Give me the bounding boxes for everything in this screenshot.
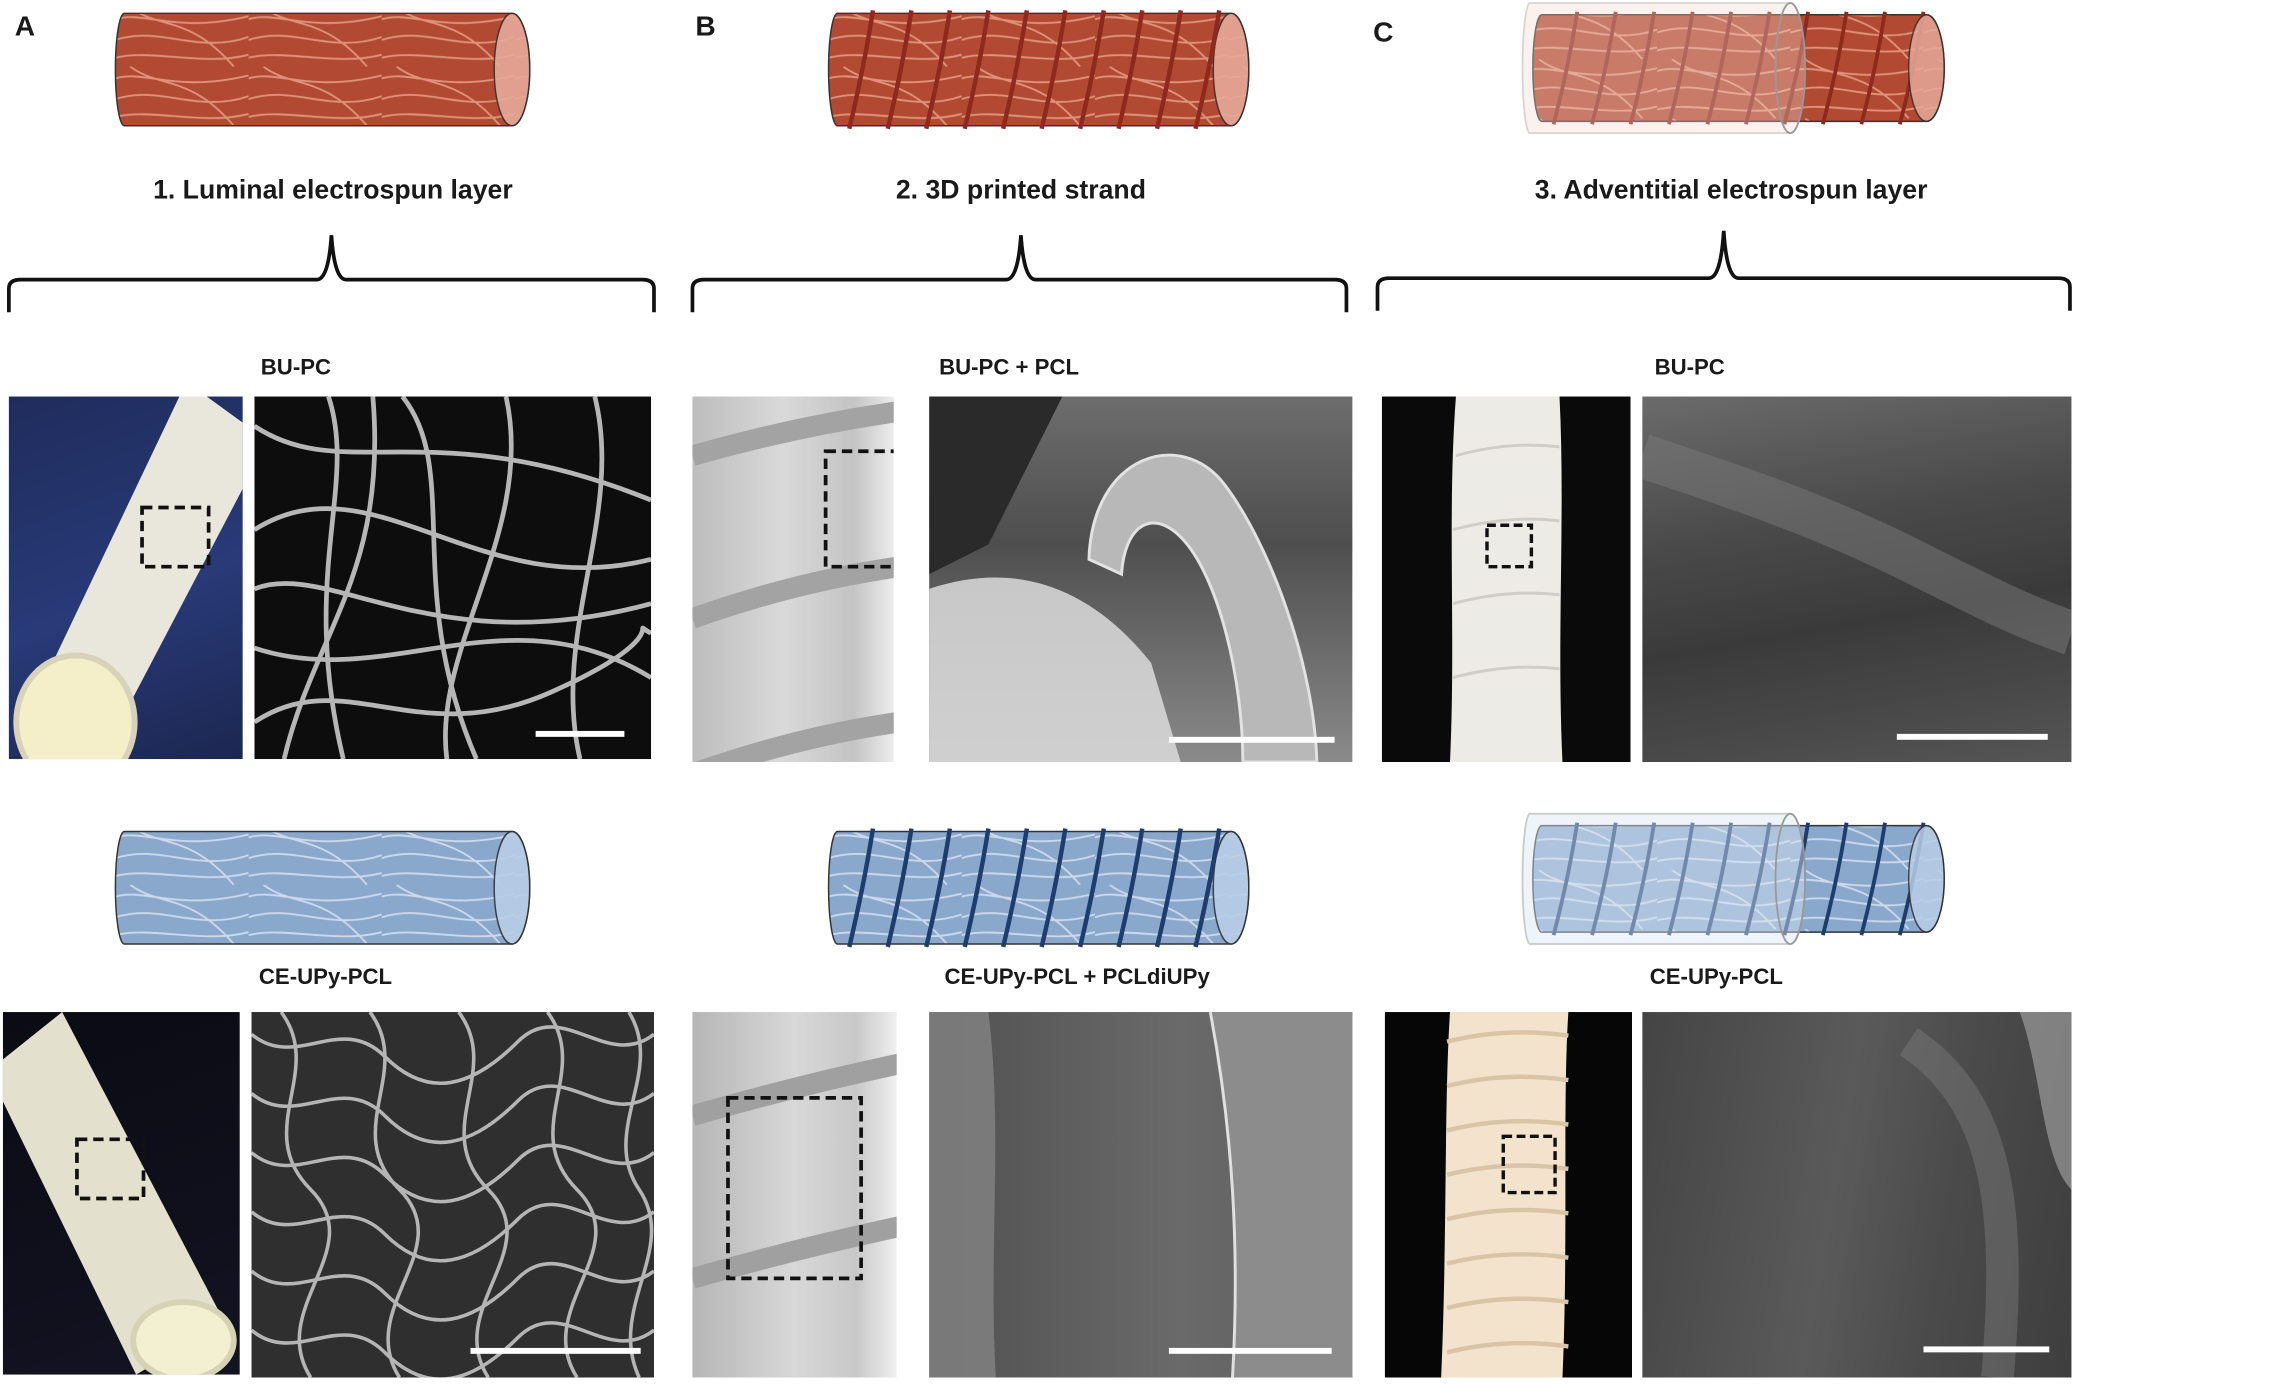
photo-tube-adventitial-ce-upy-pcl bbox=[1384, 1012, 1632, 1378]
bracket-a bbox=[7, 235, 656, 313]
step-title-luminal: 1. Luminal electrospun layer bbox=[153, 174, 513, 205]
material-label-a-bottom: CE-UPy-PCL bbox=[258, 964, 393, 990]
material-label-b-bottom: CE-UPy-PCL + PCLdiUPy bbox=[944, 964, 1210, 990]
scale-bar bbox=[1168, 736, 1335, 743]
panel-letter-c: C bbox=[1373, 17, 1394, 49]
step-title-adventitial: 3. Adventitial electrospun layer bbox=[1534, 174, 1928, 205]
scale-bar bbox=[470, 1347, 641, 1354]
sem-printed-strand-bu-pc-pcl bbox=[929, 396, 1353, 762]
material-label-a-top: BU-PC bbox=[260, 355, 332, 381]
photo-tube-adventitial-bu-pc bbox=[1381, 396, 1631, 762]
material-label-c-top: BU-PC bbox=[1654, 355, 1725, 381]
sem-adventitial-bu-pc bbox=[1642, 396, 2072, 762]
bracket-c bbox=[1375, 230, 2072, 311]
sem-fibers-ce-upy-pcl bbox=[251, 1012, 654, 1378]
step-title-strand: 2. 3D printed strand bbox=[895, 174, 1146, 205]
tube-illustration-strand-red bbox=[827, 10, 1250, 130]
bracket-b bbox=[690, 235, 1349, 313]
scale-bar bbox=[1923, 1346, 2050, 1353]
scale-bar bbox=[1896, 733, 2048, 740]
tube-illustration-strand-blue bbox=[827, 828, 1250, 948]
sem-adventitial-ce-upy-pcl bbox=[1642, 1012, 2072, 1378]
scale-bar bbox=[1168, 1347, 1332, 1354]
material-label-b-top: BU-PC + PCL bbox=[939, 355, 1080, 381]
photo-printed-strand-ce-upy-pcl bbox=[692, 1012, 897, 1378]
tube-illustration-luminal-blue bbox=[114, 830, 531, 945]
sem-printed-strand-ce-upy-pcl bbox=[929, 1012, 1353, 1378]
panel-letter-a: A bbox=[14, 11, 36, 43]
panel-letter-b: B bbox=[695, 11, 716, 43]
photo-tube-bu-pc bbox=[8, 396, 243, 760]
tube-illustration-adventitial-red bbox=[1521, 2, 1945, 135]
scale-bar bbox=[535, 730, 625, 737]
tube-illustration-luminal-red bbox=[114, 12, 531, 127]
sem-fibers-bu-pc bbox=[254, 396, 652, 760]
photo-printed-strand-bu-pc-pcl bbox=[692, 396, 894, 762]
tube-illustration-adventitial-blue bbox=[1521, 812, 1945, 945]
photo-tube-ce-upy-pcl bbox=[2, 1012, 240, 1375]
material-label-c-bottom: CE-UPy-PCL bbox=[1649, 964, 1783, 990]
